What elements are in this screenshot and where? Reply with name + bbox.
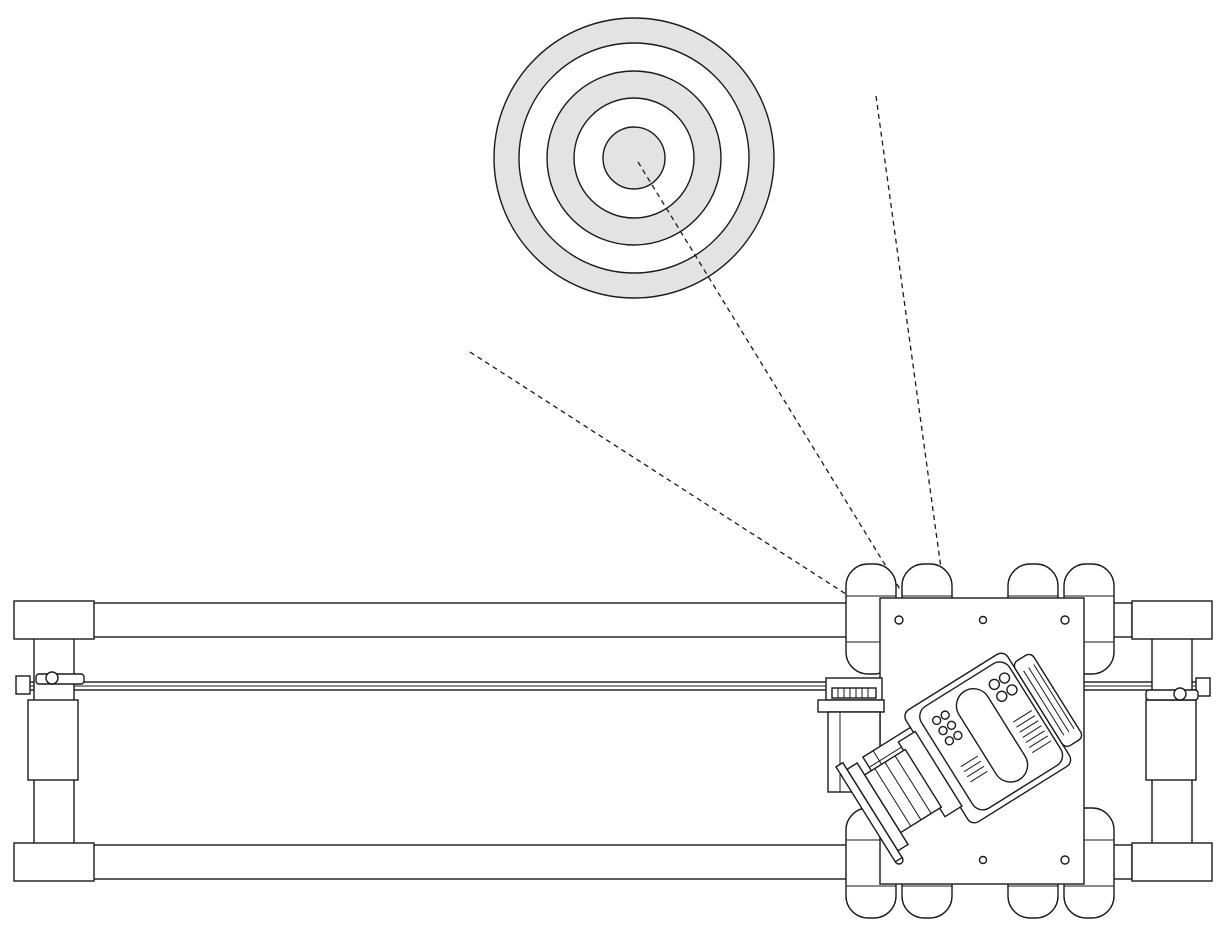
left-end-frame [13,600,95,882]
drive-gear [831,687,877,699]
camera-button [931,715,942,726]
left-top-clamp [13,600,95,640]
target-ring-5 [602,126,666,190]
right-foot [1145,699,1197,781]
target-bullseye [493,17,775,299]
camera-button [946,720,957,730]
plate-hole [978,615,988,625]
camera-head [835,652,1083,863]
plate-screw [894,615,904,625]
left-belt-knob [15,675,31,695]
field-of-view-lines [469,95,945,631]
motor-bracket [817,699,885,713]
camera-dial [1006,684,1018,696]
lens-filter [835,761,904,863]
right-tension-screw [1173,687,1187,701]
camera-dial [988,678,1001,691]
camera-handle [955,687,1029,783]
plate-screw [1060,855,1070,865]
camera-button [938,725,948,736]
plate-screw [1060,615,1070,625]
fov-right-line [875,95,945,591]
camera-button [944,736,955,746]
left-tension-bracket [35,673,85,685]
fov-left-line [469,351,881,617]
right-tension-bracket [1145,689,1199,701]
right-end-frame [1131,600,1213,882]
camera-button [940,710,950,720]
camera-button [953,730,963,741]
left-tension-screw [45,671,59,685]
right-bottom-clamp [1131,842,1213,882]
camera-battery [1013,653,1083,748]
camera-dial [996,690,1008,702]
right-top-clamp [1131,600,1213,640]
camera-dial [998,672,1011,684]
left-foot [27,699,79,781]
plate-hole [978,855,988,865]
camera-aim-line [637,161,926,631]
left-bottom-clamp [13,842,95,882]
right-belt-knob [1195,677,1211,697]
